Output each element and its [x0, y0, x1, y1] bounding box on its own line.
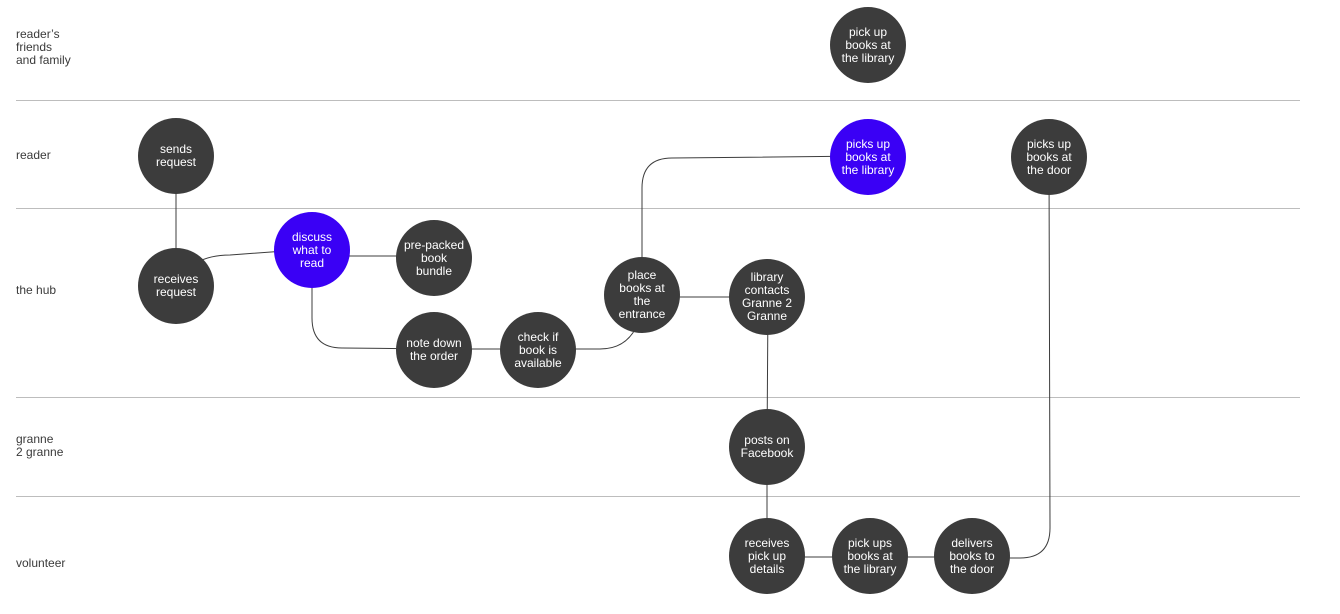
lane-label-granne: granne 2 granne — [16, 432, 64, 459]
connector-discuss-to-note — [311, 249, 435, 350]
lane-label-friends-family: reader’s friends and family — [16, 27, 71, 67]
lane-divider — [16, 496, 1300, 497]
node-check-if-book-is-available: check if book is available — [500, 312, 576, 388]
node-label: discuss what to read — [291, 229, 332, 270]
node-sends-request: sends request — [138, 118, 214, 194]
lane-label-hub: the hub — [16, 283, 57, 297]
node-label: pick ups books at the library — [843, 535, 897, 576]
node-label: posts on Facebook — [740, 433, 794, 460]
lane-label-reader: reader — [16, 148, 51, 162]
node-label: receives request — [153, 272, 199, 299]
connector-place-to-picksup — [641, 155, 869, 296]
node-label: sends request — [155, 142, 197, 169]
node-pick-up-books-at-library-friends: pick up books at the library — [830, 7, 906, 83]
node-label: delivers books to the door — [949, 535, 995, 576]
connector-delivers-to-door — [972, 156, 1051, 559]
node-label: check if book is available — [514, 329, 562, 370]
node-picks-up-books-at-door: picks up books at the door — [1011, 119, 1087, 195]
node-receives-request: receives request — [138, 248, 214, 324]
node-note-down-the-order: note down the order — [396, 312, 472, 388]
node-delivers-books-to-door: delivers books to the door — [934, 518, 1010, 594]
node-label: pre-packed book bundle — [403, 237, 465, 278]
node-label: library contacts Granne 2 Granne — [741, 270, 793, 323]
lane-label-volunteer: volunteer — [16, 556, 66, 570]
node-label: picks up books at the library — [841, 136, 895, 177]
node-posts-on-facebook: posts on Facebook — [729, 409, 805, 485]
node-label: place books at the entrance — [618, 268, 666, 321]
node-pre-packed-book-bundle: pre-packed book bundle — [396, 220, 472, 296]
node-receives-pick-up-details: receives pick up details — [729, 518, 805, 594]
lane-divider — [16, 397, 1300, 398]
node-label: picks up books at the door — [1026, 136, 1072, 177]
node-label: pick up books at the library — [841, 24, 895, 65]
node-library-contacts-granne: library contacts Granne 2 Granne — [729, 259, 805, 335]
node-pick-ups-books-at-library: pick ups books at the library — [832, 518, 908, 594]
lane-divider — [16, 100, 1300, 101]
node-discuss-what-to-read: discuss what to read — [274, 212, 350, 288]
node-label: receives pick up details — [744, 535, 790, 576]
node-picks-up-books-at-library: picks up books at the library — [830, 119, 906, 195]
lane-divider — [16, 208, 1300, 209]
node-label: note down the order — [406, 336, 462, 363]
node-place-books-at-entrance: place books at the entrance — [604, 257, 680, 333]
